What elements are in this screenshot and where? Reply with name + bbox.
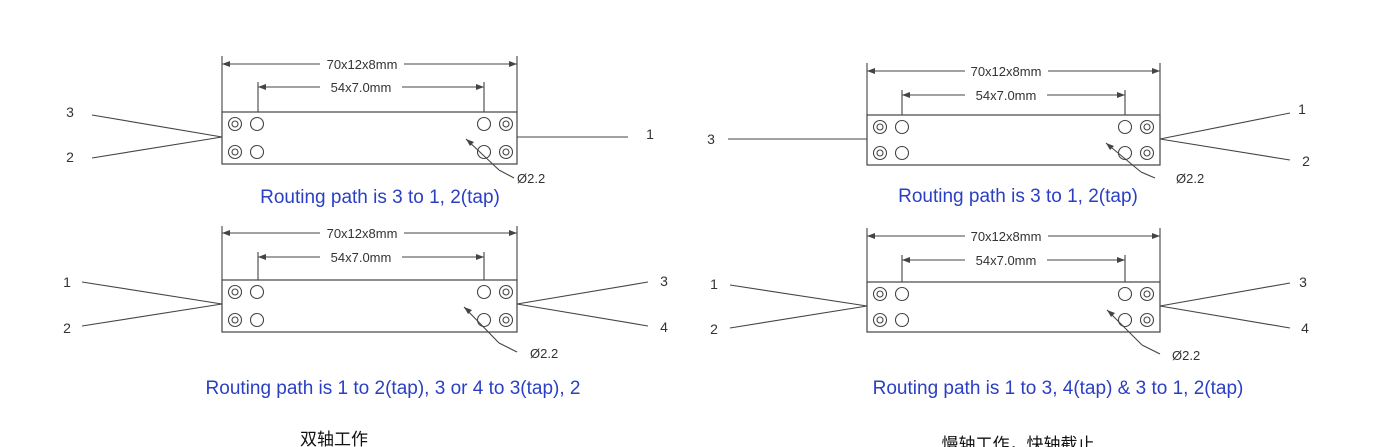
port-label: 3 [66, 104, 74, 120]
diameter-label: Ø2.2 [530, 346, 558, 361]
outer-dimension-line [866, 63, 1161, 115]
port-label: 2 [1302, 153, 1310, 169]
port-label: 1 [710, 276, 718, 292]
diameter-leader [1106, 309, 1161, 355]
routing-description: Routing path is 1 to 3, 4(tap) & 3 to 1,… [873, 378, 1244, 399]
port-label: 2 [66, 149, 74, 165]
diameter-label: Ø2.2 [517, 171, 545, 186]
port-label: 1 [1298, 101, 1306, 117]
inner-dimension-line [901, 90, 1126, 125]
fiber-leads [728, 112, 1291, 161]
routing-description: Routing path is 3 to 1, 2(tap) [260, 187, 500, 208]
device-housing [866, 281, 1161, 333]
panel-top-left: 70x12x8mm 54x7.0mm 3 [66, 56, 654, 208]
device-housing [221, 111, 518, 165]
caption-left: 双轴工作 [300, 430, 368, 447]
diameter-leader [465, 138, 515, 179]
inner-dimension-line [257, 82, 485, 122]
mounting-holes [227, 116, 514, 160]
port-label: 3 [707, 131, 715, 147]
inner-dimension-label: 54x7.0mm [331, 250, 392, 265]
outer-dimension-line [221, 226, 518, 280]
port-label: 4 [1301, 320, 1309, 336]
fiber-leads [81, 281, 649, 327]
outer-dimension-line [221, 56, 518, 112]
outer-dimension-label: 70x12x8mm [327, 226, 398, 241]
panel-bottom-right: 70x12x8mm 54x7.0mm 1 2 [710, 228, 1309, 399]
outer-dimension-line [866, 228, 1161, 282]
caption-right: 慢轴工作，快轴截止 [942, 434, 1095, 447]
mounting-holes [872, 286, 1155, 328]
device-housing [221, 279, 518, 333]
port-label: 1 [646, 126, 654, 142]
port-label: 2 [710, 321, 718, 337]
device-housing [866, 114, 1161, 166]
inner-dimension-label: 54x7.0mm [976, 253, 1037, 268]
inner-dimension-label: 54x7.0mm [331, 80, 392, 95]
panel-bottom-left: 70x12x8mm 54x7.0mm 1 2 [63, 226, 668, 399]
port-label: 2 [63, 320, 71, 336]
diameter-leader [463, 306, 518, 353]
outer-dimension-label: 70x12x8mm [971, 229, 1042, 244]
mounting-holes [227, 284, 514, 328]
fiber-leads [91, 114, 628, 159]
port-label: 4 [660, 319, 668, 335]
fiber-leads [729, 282, 1291, 329]
routing-description: Routing path is 1 to 2(tap), 3 or 4 to 3… [206, 378, 581, 399]
outer-dimension-label: 70x12x8mm [327, 57, 398, 72]
diameter-label: Ø2.2 [1176, 171, 1204, 186]
port-label: 1 [63, 274, 71, 290]
mounting-holes [872, 119, 1155, 161]
routing-description: Routing path is 3 to 1, 2(tap) [898, 186, 1138, 207]
inner-dimension-label: 54x7.0mm [976, 88, 1037, 103]
inner-dimension-line [257, 252, 485, 290]
outer-dimension-label: 70x12x8mm [971, 64, 1042, 79]
port-label: 3 [1299, 274, 1307, 290]
diameter-leader [1105, 142, 1156, 179]
diameter-label: Ø2.2 [1172, 348, 1200, 363]
panel-top-right: 70x12x8mm 54x7.0mm 3 1 2 [707, 63, 1310, 207]
port-label: 3 [660, 273, 668, 289]
